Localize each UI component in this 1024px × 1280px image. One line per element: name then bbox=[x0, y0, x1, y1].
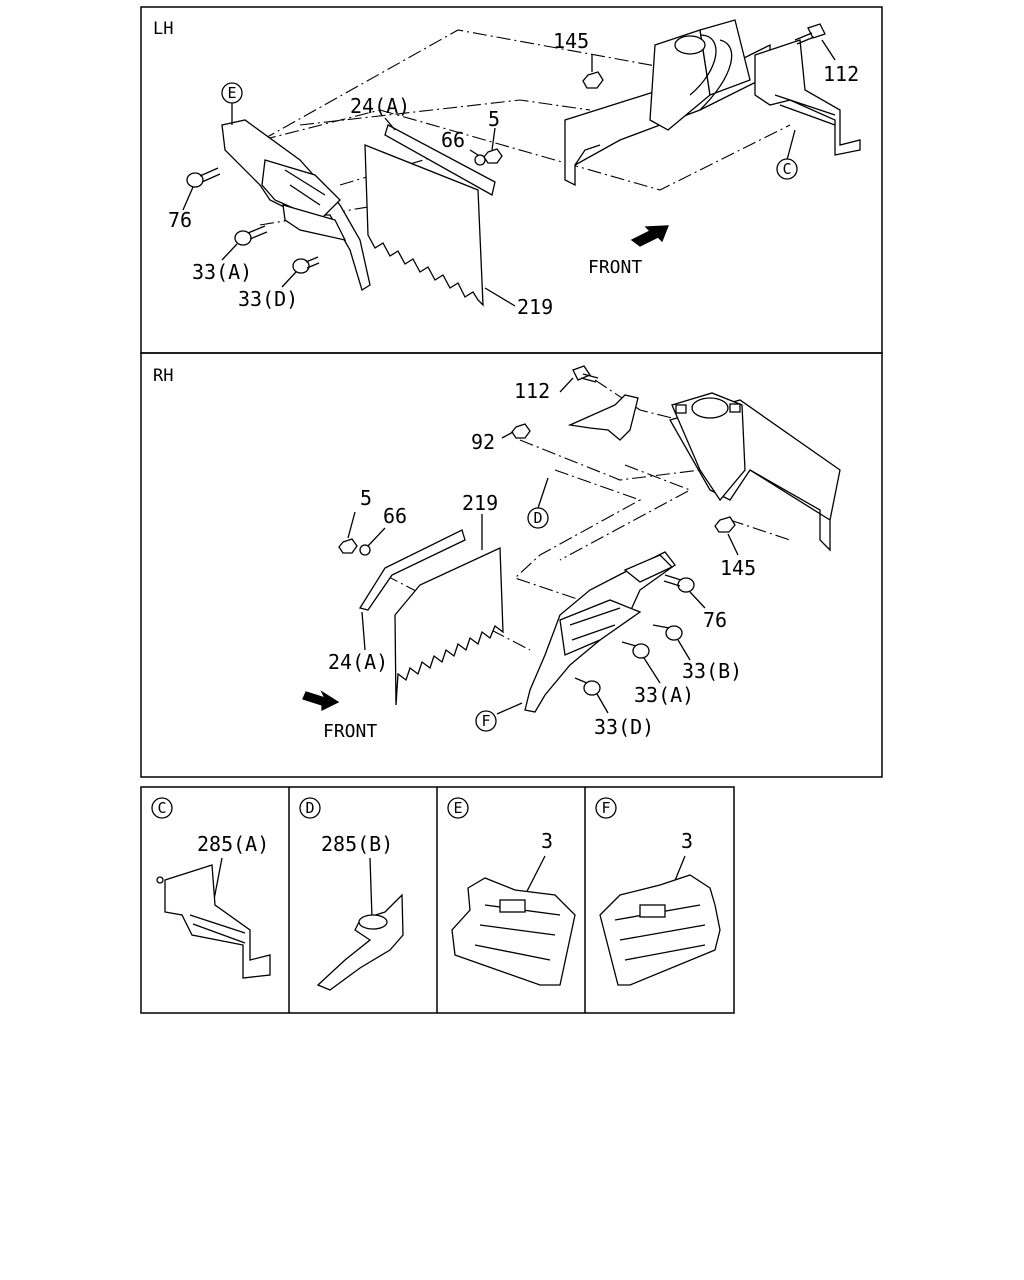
lh-front-arrow-icon bbox=[630, 225, 669, 247]
lh-label-5: 5 bbox=[488, 107, 500, 131]
rh-label-112: 112 bbox=[514, 379, 550, 403]
rh-bolt-112-icon bbox=[572, 365, 599, 383]
lh-bolt-76-icon bbox=[186, 167, 221, 188]
rh-panel-frame bbox=[140, 352, 883, 778]
rh-label-33a: 33(A) bbox=[634, 683, 694, 707]
rh-panel-title: RH bbox=[153, 366, 173, 386]
lh-label-76: 76 bbox=[168, 208, 192, 232]
rh-nut-145-icon bbox=[714, 516, 736, 533]
rh-label-24a: 24(A) bbox=[328, 650, 388, 674]
lh-bolt-33a-icon bbox=[234, 225, 268, 246]
rh-label-front: FRONT bbox=[323, 721, 377, 742]
rh-label-5: 5 bbox=[360, 486, 372, 510]
detail-e-mudguard-3 bbox=[451, 877, 576, 986]
detail-e-part: 3 bbox=[541, 829, 553, 853]
rh-front-arrow-icon bbox=[302, 690, 340, 712]
lh-label-33d: 33(D) bbox=[238, 287, 298, 311]
rh-nut-92-icon bbox=[511, 423, 531, 439]
rh-assembly bbox=[302, 365, 841, 713]
rh-label-66: 66 bbox=[383, 504, 407, 528]
lh-label-112: 112 bbox=[823, 62, 859, 86]
detail-f-part: 3 bbox=[681, 829, 693, 853]
detail-d-part: 285(B) bbox=[321, 832, 393, 856]
rh-ref-f: F bbox=[481, 712, 490, 730]
detail-c-bracket-285a bbox=[156, 864, 271, 979]
lh-label-219: 219 bbox=[517, 295, 553, 319]
lh-label-24a: 24(A) bbox=[350, 94, 410, 118]
detail-c-part: 285(A) bbox=[197, 832, 269, 856]
lh-nut-5-icon bbox=[483, 148, 503, 164]
rh-nut-5-icon bbox=[338, 538, 358, 554]
lh-label-front: FRONT bbox=[588, 257, 642, 278]
lh-bolt-33d-icon bbox=[292, 256, 320, 274]
detail-c-ref: C bbox=[157, 799, 166, 817]
detail-d-bracket-285b bbox=[316, 893, 404, 991]
lh-ref-e: E bbox=[227, 84, 236, 102]
rh-bolt-33b-icon bbox=[652, 624, 683, 641]
rh-ref-d: D bbox=[533, 509, 542, 527]
lh-nut-145-icon bbox=[582, 71, 604, 89]
rh-label-219: 219 bbox=[462, 491, 498, 515]
rh-label-33b: 33(B) bbox=[682, 659, 742, 683]
detail-e-ref: E bbox=[453, 799, 462, 817]
lh-label-145: 145 bbox=[553, 29, 589, 53]
rh-bolt-33d-icon bbox=[574, 677, 601, 696]
detail-d-ref: D bbox=[305, 799, 314, 817]
lh-assembly bbox=[186, 19, 861, 307]
detail-f-ref: F bbox=[601, 799, 610, 817]
rh-bolt-76-icon bbox=[663, 574, 695, 593]
lh-mudflap-219 bbox=[364, 144, 484, 307]
rh-label-145: 145 bbox=[720, 556, 756, 580]
rh-label-92: 92 bbox=[471, 430, 495, 454]
rh-label-33d: 33(D) bbox=[594, 715, 654, 739]
rh-washer-66-icon bbox=[359, 544, 371, 556]
rh-bolt-33a-icon bbox=[621, 641, 650, 659]
lh-washer-66-icon bbox=[474, 154, 486, 166]
detail-f-mudguard-3 bbox=[599, 874, 721, 986]
lh-label-66: 66 bbox=[441, 128, 465, 152]
rh-mudflap-219 bbox=[394, 546, 504, 706]
rh-label-76: 76 bbox=[703, 608, 727, 632]
lh-panel-title: LH bbox=[153, 19, 173, 39]
lh-ref-c: C bbox=[782, 160, 791, 178]
lh-bolt-112-icon bbox=[794, 23, 826, 45]
lh-label-33a: 33(A) bbox=[192, 260, 252, 284]
